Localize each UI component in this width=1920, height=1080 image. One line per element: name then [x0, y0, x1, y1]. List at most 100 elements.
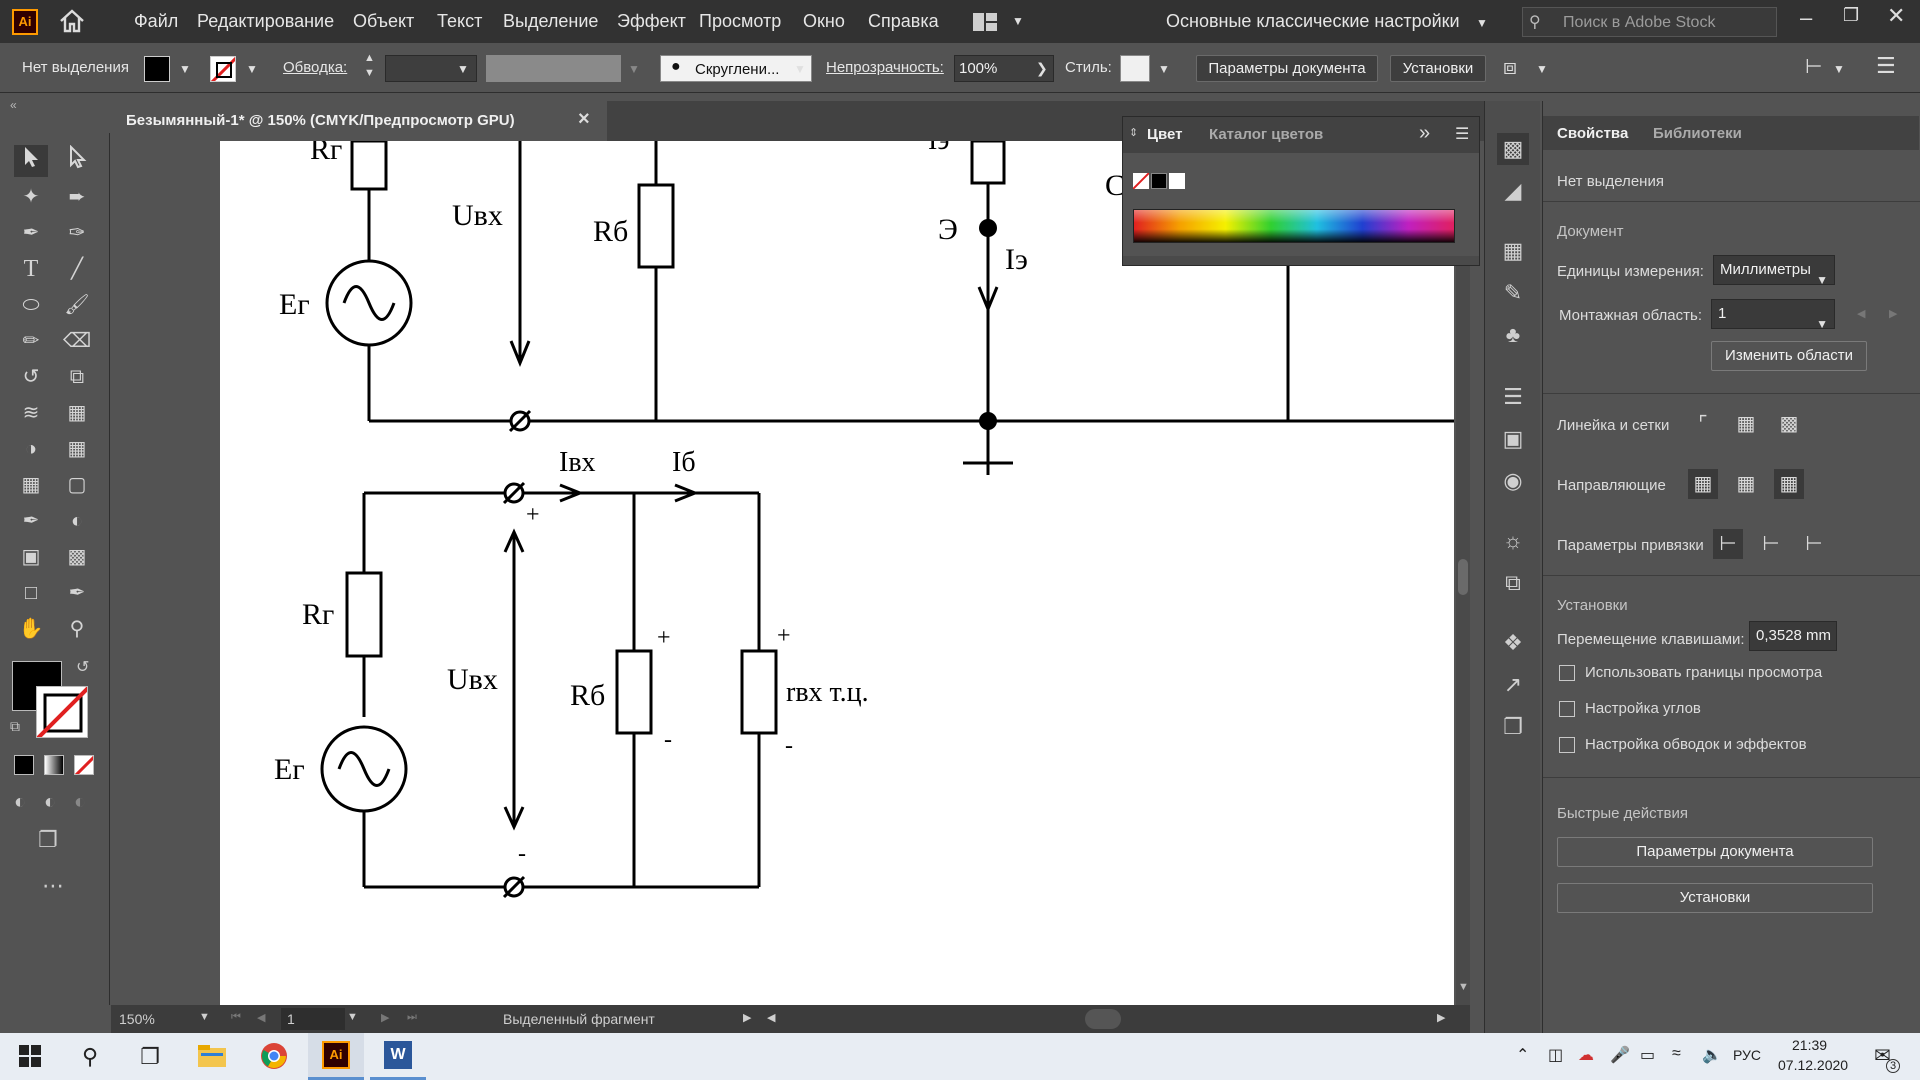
cloud-icon[interactable]: ☁ — [1578, 1047, 1594, 1064]
chevron-down-icon[interactable]: ▼ — [1012, 14, 1024, 28]
close-icon[interactable]: ✕ — [1887, 3, 1906, 28]
gradient-panel-icon[interactable]: ◢ — [1504, 178, 1522, 203]
opacity-field[interactable]: 100% — [954, 55, 1054, 82]
artboard-number-field[interactable]: 1 — [281, 1008, 345, 1030]
units-dropdown[interactable]: Миллиметры ▼ — [1713, 255, 1835, 287]
transparency-grid-icon[interactable]: ▩ — [1779, 413, 1799, 435]
chevron-right-icon[interactable]: ❯ — [1036, 60, 1048, 76]
pen-tool-icon[interactable]: ✒ — [22, 222, 40, 244]
panel-menu-icon[interactable]: ☰ — [1876, 53, 1896, 78]
menu-view[interactable]: Просмотр — [699, 11, 782, 31]
wifi-icon[interactable]: ≈ — [1672, 1045, 1681, 1062]
volume-icon[interactable]: 🔈 — [1702, 1047, 1722, 1064]
direct-selection-tool-icon[interactable] — [60, 144, 94, 177]
graphic-styles-icon[interactable]: ⧉ — [1505, 570, 1521, 595]
fill-swatch[interactable] — [144, 56, 170, 82]
variable-width-profile[interactable] — [486, 55, 621, 82]
microphone-icon[interactable]: 🎤 — [1610, 1047, 1630, 1064]
scale-tool-icon[interactable]: ⧉ — [69, 366, 85, 388]
menu-object[interactable]: Объект — [353, 11, 415, 31]
scroll-right-icon[interactable]: ▶ — [1437, 1012, 1446, 1024]
tab-properties[interactable]: Свойства — [1557, 125, 1629, 142]
language-indicator[interactable]: РУС — [1733, 1047, 1762, 1063]
none-swatch[interactable] — [1133, 173, 1149, 189]
prev-artboard-icon[interactable]: ◀ — [257, 1012, 266, 1024]
artboards-icon[interactable]: ❐ — [1503, 714, 1523, 739]
illustrator-taskbar-icon[interactable]: Ai — [308, 1033, 364, 1080]
paintbrush-tool-icon[interactable]: 🖌 — [64, 294, 90, 316]
vertical-scrollbar[interactable]: ▼ — [1456, 141, 1470, 1005]
tray-expand-icon[interactable]: ⌃ — [1516, 1047, 1530, 1064]
clock-date[interactable]: 07.12.2020 — [1778, 1057, 1849, 1073]
style-swatch[interactable] — [1120, 55, 1150, 82]
grid-icon[interactable]: ▦ — [1736, 413, 1756, 435]
word-icon[interactable]: W — [370, 1033, 426, 1080]
tab-color[interactable]: Цвет — [1147, 126, 1183, 143]
eyedropper-tool-icon[interactable]: ✒ — [22, 510, 40, 532]
shape-builder-tool-icon[interactable]: ◑ — [24, 438, 38, 460]
align-icon[interactable]: ⊢ — [1805, 56, 1823, 78]
screen-mode-icon[interactable]: ❐ — [38, 827, 58, 852]
stroke-weight-dropdown[interactable] — [385, 55, 477, 82]
rotate-tool-icon[interactable]: ↺ — [22, 366, 40, 388]
blend-tool-icon[interactable]: ◐ — [70, 510, 84, 532]
minimize-icon[interactable]: – — [1800, 5, 1813, 30]
chevron-down-icon[interactable]: ▼ — [1536, 62, 1548, 76]
none-mode-icon[interactable] — [74, 755, 94, 775]
scale-corners-checkbox[interactable] — [1559, 701, 1575, 717]
selection-tool-icon[interactable] — [14, 145, 48, 177]
brush-dropdown[interactable]: ● Скруглени... — [660, 55, 812, 82]
symbol-sprayer-tool-icon[interactable]: ▣ — [21, 546, 41, 568]
scale-strokes-checkbox[interactable] — [1559, 737, 1575, 753]
next-artboard-icon[interactable]: ▶ — [1889, 308, 1898, 320]
home-icon[interactable] — [58, 8, 86, 34]
menu-window[interactable]: Окно — [803, 11, 845, 31]
arrange-documents-icon[interactable] — [972, 12, 1000, 32]
menu-file[interactable]: Файл — [134, 11, 179, 31]
swatches-icon[interactable]: ▦ — [1502, 238, 1524, 263]
menu-help[interactable]: Справка — [868, 11, 939, 31]
lasso-tool-icon[interactable]: ➨ — [68, 186, 86, 208]
chevron-down-icon[interactable]: ▼ — [347, 1011, 358, 1023]
keyboard-increment-field[interactable]: 0,3528 mm — [1749, 621, 1837, 651]
stepper-icon[interactable]: ▲▼ — [364, 52, 375, 79]
hand-tool-icon[interactable]: ✋ — [18, 618, 44, 640]
smart-guides-icon[interactable]: ▦ — [1774, 469, 1804, 499]
use-preview-bounds-checkbox[interactable] — [1559, 665, 1575, 681]
preferences-button[interactable]: Установки — [1390, 55, 1486, 82]
expand-panel-icon[interactable]: » — [1419, 122, 1431, 144]
scroll-left-icon[interactable]: ◀ — [767, 1012, 776, 1024]
device-icon[interactable]: ◫ — [1548, 1047, 1564, 1064]
snap-to-grid-icon[interactable]: ⊢ — [1762, 533, 1780, 555]
edit-artboards-button[interactable]: Изменить области — [1711, 341, 1867, 371]
stroke-swatch[interactable] — [210, 56, 236, 82]
ellipse-tool-icon[interactable]: ⬭ — [22, 294, 40, 316]
panel-menu-icon[interactable]: ☰ — [1455, 126, 1470, 143]
artboard-dropdown[interactable]: 1 ▼ — [1711, 299, 1835, 331]
mesh-tool-icon[interactable]: ▦ — [21, 474, 41, 496]
menu-type[interactable]: Текст — [437, 11, 483, 31]
snap-to-pixel-icon[interactable]: ⊢ — [1805, 533, 1823, 555]
chevron-down-icon[interactable]: ▼ — [1158, 62, 1170, 76]
workspace-switcher[interactable]: Основные классические настройки ▼ — [1150, 6, 1495, 38]
gradient-mode-icon[interactable] — [44, 755, 64, 775]
quick-document-setup-button[interactable]: Параметры документа — [1557, 837, 1873, 867]
appearance-icon[interactable]: ☼ — [1502, 528, 1524, 553]
symbols-icon[interactable]: ♣ — [1505, 322, 1521, 347]
draw-inside-icon[interactable]: ◐ — [74, 791, 87, 813]
task-view-icon[interactable]: ❐ — [140, 1044, 160, 1069]
scroll-thumb[interactable] — [1458, 559, 1468, 595]
collapse-toolbar-icon[interactable]: « — [10, 98, 17, 112]
draw-normal-icon[interactable]: ◐ — [14, 791, 27, 813]
next-artboard-icon[interactable]: ▶ — [381, 1012, 390, 1024]
panel-resize-grip[interactable] — [1123, 256, 1479, 265]
start-button[interactable] — [2, 1033, 58, 1080]
chrome-icon[interactable] — [246, 1033, 302, 1080]
white-swatch[interactable] — [1169, 173, 1185, 189]
free-transform-tool-icon[interactable]: ▦ — [67, 402, 87, 424]
more-tools-icon[interactable]: ⋯ — [42, 873, 64, 898]
quick-preferences-button[interactable]: Установки — [1557, 883, 1873, 913]
panel-reorder-icon[interactable]: ⇕ — [1129, 127, 1139, 139]
type-tool-icon[interactable]: T — [23, 256, 39, 282]
tab-color-guide[interactable]: Каталог цветов — [1209, 126, 1324, 143]
